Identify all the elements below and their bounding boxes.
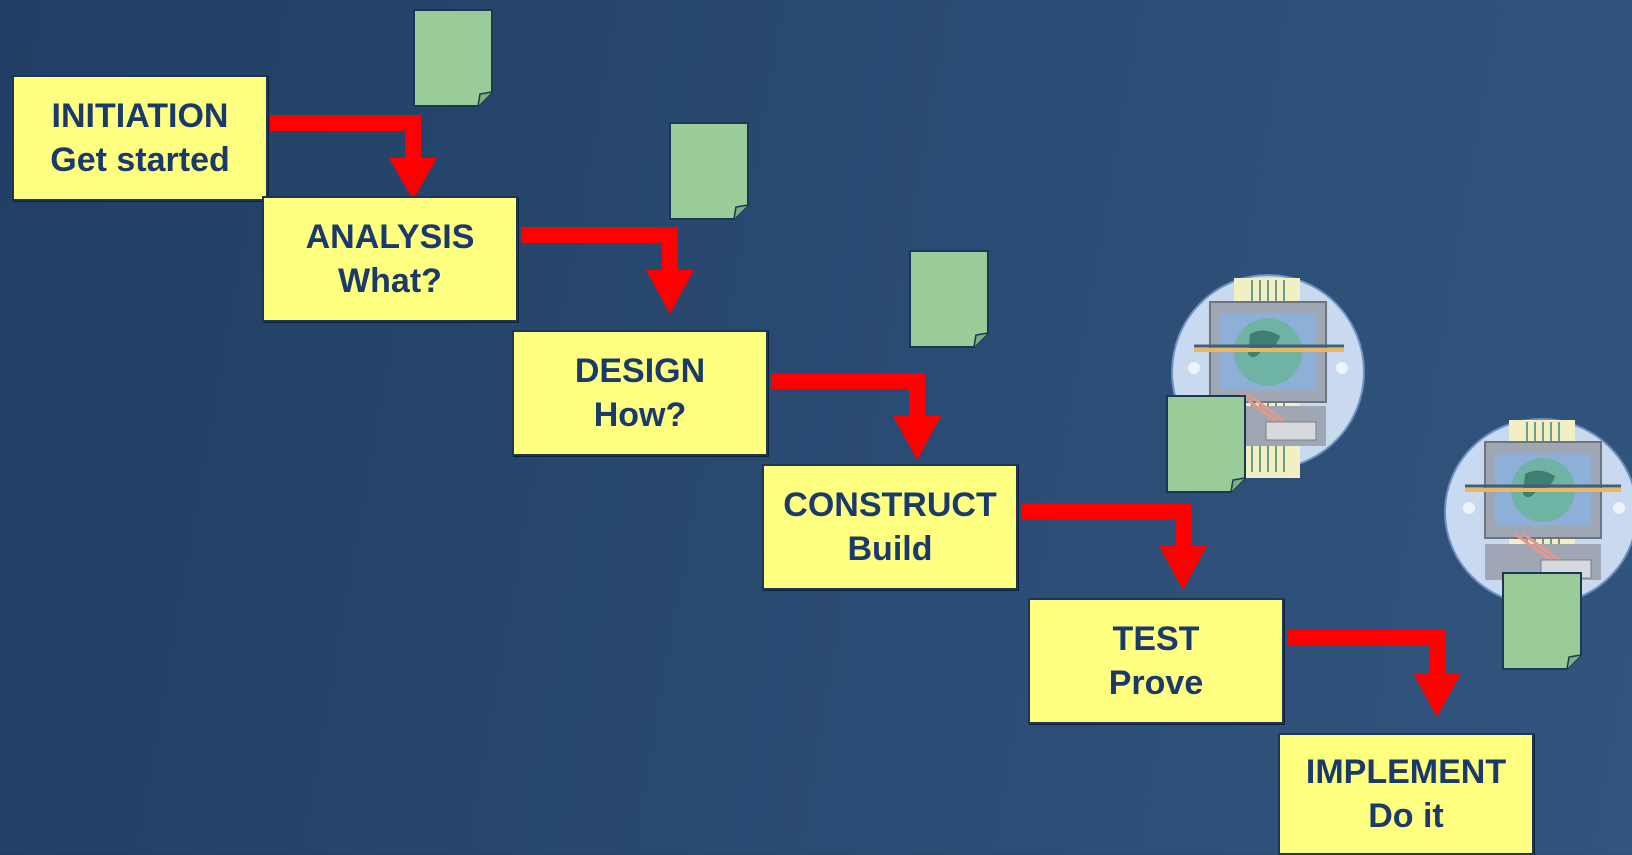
stage-design: DESIGN How?: [512, 330, 768, 456]
stage-title: TEST: [1112, 620, 1200, 658]
document-icon: [413, 9, 493, 107]
stage-title: CONSTRUCT: [783, 486, 997, 524]
stage-construct: CONSTRUCT Build: [762, 464, 1018, 590]
stage-subtitle: Build: [847, 530, 933, 568]
stage-implement: IMPLEMENT Do it: [1278, 733, 1534, 855]
stage-subtitle: Prove: [1108, 664, 1204, 702]
stage-subtitle: What?: [338, 262, 442, 300]
stage-subtitle: How?: [593, 396, 687, 434]
document-icon: [669, 122, 749, 220]
stage-title: ANALYSIS: [305, 218, 475, 256]
computer-globe-icon: [1171, 274, 1365, 478]
stage-analysis: ANALYSIS What?: [262, 196, 518, 322]
arrow-test-to-implement: [1288, 630, 1461, 717]
arrow-design-to-construct: [771, 373, 941, 460]
stage-title: INITIATION: [51, 97, 229, 135]
stage-initiation: INITIATION Get started: [12, 75, 268, 201]
arrow-construct-to-test: [1021, 503, 1207, 590]
stage-subtitle: Do it: [1368, 797, 1444, 835]
document-icon: [1166, 395, 1246, 493]
stage-title: DESIGN: [574, 352, 706, 390]
document-icon: [909, 250, 989, 348]
arrow-initiation-to-analysis: [270, 115, 437, 200]
document-icon: [1502, 572, 1582, 670]
arrow-analysis-to-design: [521, 227, 694, 314]
stage-title: IMPLEMENT: [1305, 753, 1507, 791]
stage-subtitle: Get started: [50, 141, 230, 179]
stage-test: TEST Prove: [1028, 598, 1284, 724]
